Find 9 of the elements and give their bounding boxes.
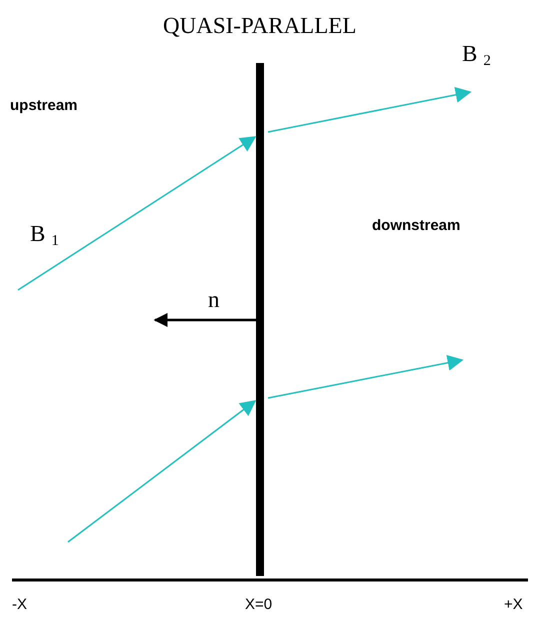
axis-label: +X bbox=[504, 597, 523, 612]
field-label: B$_{1}$ bbox=[30, 222, 59, 249]
region-label: downstream bbox=[372, 218, 460, 233]
axis-label: -X bbox=[12, 597, 27, 612]
region-label: upstream bbox=[10, 98, 78, 113]
vector-label: n bbox=[208, 288, 220, 311]
diagram-title: QUASI-PARALLEL bbox=[163, 14, 356, 37]
axis-label: X=0 bbox=[245, 597, 272, 612]
field-label: B$_{2}$ bbox=[462, 42, 491, 69]
